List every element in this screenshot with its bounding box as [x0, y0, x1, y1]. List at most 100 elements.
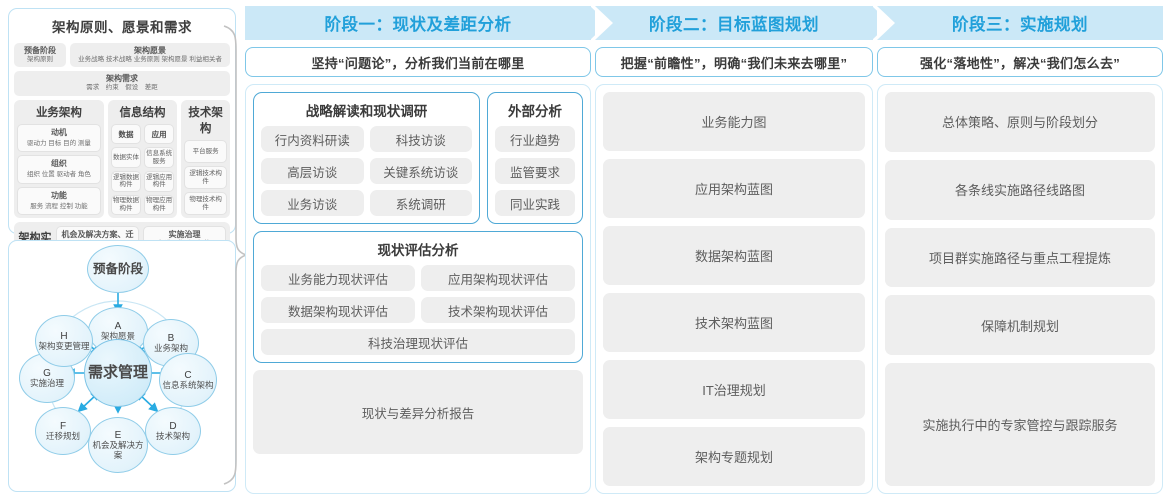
assessment-row: 业务能力现状评估 应用架构现状评估: [261, 265, 575, 291]
adm-node-b-key: B: [167, 332, 175, 344]
implementation-chip-assurance[interactable]: 保障机制规划: [885, 295, 1155, 356]
external-analysis-title: 外部分析: [508, 104, 562, 119]
adm-node-h-label: 架构变更管理: [38, 340, 90, 351]
phase-two-banner: 阶段二：目标蓝图规划: [595, 6, 890, 40]
adm-node-a-label: 架构愿景: [100, 330, 135, 341]
survey-chip-exec-interview[interactable]: 高层访谈: [261, 158, 364, 184]
application-column-head: 应用: [144, 123, 175, 145]
survey-row: 行内资料研读 科技访谈: [261, 126, 472, 152]
data-item-physical: 物理数据构件: [110, 194, 142, 216]
pillar-information-structure: 信息结构 数据 数据实体 逻辑数据构件 物理数据构件 应用 信息系统服务 逻辑应…: [107, 99, 178, 219]
blueprint-chip-business-capability-map[interactable]: 业务能力图: [603, 92, 865, 151]
technology-column: 平台服务 逻辑技术构件 物理技术构件: [184, 139, 227, 216]
strategy-survey-card: 战略解读和现状调研 行内资料研读 科技访谈 高层访谈 关键系统访谈: [253, 92, 480, 224]
adm-node-f-label: 迁移规划: [45, 430, 80, 441]
phase-one-banner-label: 阶段一：现状及差距分析: [324, 16, 512, 34]
business-motivation-head: 动机: [50, 127, 67, 137]
assessment-chip-technology[interactable]: 技术架构现状评估: [421, 297, 575, 323]
application-item-logical: 逻辑应用构件: [144, 171, 175, 192]
prep-vision-row: 预备阶段 架构原则 架构愿景 业务战略 技术战略 业务原则 架构愿景 利益相关者: [14, 43, 230, 68]
pillar-information-title: 信息结构: [119, 106, 166, 119]
phase-two-item-list: 业务能力图 应用架构蓝图 数据架构蓝图 技术架构蓝图 IT治理规划 架构专题规划: [603, 92, 865, 486]
phase-columns: 阶段一：现状及差距分析 坚持“问题论”，分析我们当前在哪里 战略解读和现状调研 …: [245, 6, 1163, 494]
governance-head: 实施治理: [168, 230, 201, 240]
adm-cycle: 预备阶段 A 架构愿景 B 业务架构 C 信息系统架构 D 技术架构: [9, 241, 235, 491]
phase-three-banner: 阶段三：实施规划: [877, 6, 1163, 40]
survey-chip-key-system-interview[interactable]: 关键系统访谈: [369, 158, 472, 184]
togaf-reference-panel: 架构原则、愿景和需求 预备阶段 架构原则 架构愿景 业务战略 技术战略 业务原则…: [8, 8, 236, 492]
adm-node-a-key: A: [114, 320, 122, 332]
business-organization-head: 组织: [50, 159, 67, 169]
survey-chip-tech-interview[interactable]: 科技访谈: [369, 126, 472, 152]
adm-node-b-label: 业务架构: [153, 342, 188, 353]
adm-node-h[interactable]: H 架构变更管理: [35, 315, 93, 367]
gap-analysis-report-chip[interactable]: 现状与差异分析报告: [253, 370, 583, 454]
assessment-chip-data[interactable]: 数据架构现状评估: [261, 297, 415, 323]
adm-node-d-label: 技术架构: [155, 430, 190, 441]
external-chip-regulatory[interactable]: 监管要求: [495, 158, 575, 184]
adm-node-c-label: 信息系统架构: [162, 379, 214, 390]
phase-two-banner-label: 阶段二：目标蓝图规划: [649, 16, 819, 34]
business-motivation-sub: 驱动力 目标 目的 测量: [26, 139, 91, 147]
business-card-motivation: 动机 驱动力 目标 目的 测量: [17, 123, 101, 153]
technology-item-physical: 物理技术构件: [184, 192, 227, 216]
external-chip-industry-trend[interactable]: 行业趋势: [495, 126, 575, 152]
technology-item-platform: 平台服务: [184, 139, 227, 163]
phase-three-panel: 总体策略、原则与阶段划分 各条线实施路径线路图 项目群实施路径与重点工程提炼 保…: [877, 84, 1163, 494]
adm-cycle-panel: 预备阶段 A 架构愿景 B 业务架构 C 信息系统架构 D 技术架构: [8, 240, 236, 492]
survey-chip-internal-docs[interactable]: 行内资料研读: [261, 126, 364, 152]
phase-three-notch-icon: [877, 6, 895, 40]
assessment-chip-business-capability[interactable]: 业务能力现状评估: [261, 265, 415, 291]
adm-node-g-label: 实施治理: [29, 377, 64, 388]
prep-phase-cell: 预备阶段 架构原则: [14, 43, 66, 68]
strategy-survey-grid: 行内资料研读 科技访谈 高层访谈 关键系统访谈 业务访谈 系统调研: [261, 126, 472, 216]
external-chip-peer-practice[interactable]: 同业实践: [495, 190, 575, 216]
prep-phase-sub: 架构原则: [27, 56, 53, 63]
survey-chip-system-research[interactable]: 系统调研: [369, 190, 472, 216]
adm-node-e-label: 机会及解决方案: [92, 440, 144, 460]
external-analysis-chips: 行业趋势 监管要求 同业实践: [495, 126, 575, 216]
assessment-chip-application[interactable]: 应用架构现状评估: [421, 265, 575, 291]
togaf-framework-title: 架构原则、愿景和需求: [52, 20, 192, 35]
architecture-requirements-head: 架构需求: [106, 74, 138, 84]
assessment-title: 现状评估分析: [377, 243, 459, 258]
blueprint-chip-data[interactable]: 数据架构蓝图: [603, 226, 865, 285]
pillar-business-architecture: 业务架构 动机 驱动力 目标 目的 测量 组织 组织 位置 驱动者 角色 功能: [14, 99, 104, 219]
information-column-application: 应用 信息系统服务 逻辑应用构件 物理应用构件: [144, 123, 175, 216]
implementation-chip-program-path[interactable]: 项目群实施路径与重点工程提炼: [885, 227, 1155, 288]
survey-chip-business-interview[interactable]: 业务访谈: [261, 190, 364, 216]
adm-node-e[interactable]: E 机会及解决方案: [88, 417, 148, 473]
blueprint-chip-it-governance[interactable]: IT治理规划: [603, 360, 865, 419]
adm-node-prep[interactable]: 预备阶段: [87, 245, 149, 293]
implementation-chip-roadmap-by-line[interactable]: 各条线实施路径线路图: [885, 159, 1155, 220]
architecture-requirements-sub: 需求 约束 假设 差距: [86, 84, 158, 92]
survey-row: 高层访谈 关键系统访谈: [261, 158, 472, 184]
strategy-survey-title: 战略解读和现状调研: [305, 104, 428, 119]
architecture-vision-cell: 架构愿景 业务战略 技术战略 业务原则 架构愿景 利益相关者: [70, 43, 230, 68]
blueprint-chip-application[interactable]: 应用架构蓝图: [603, 159, 865, 218]
implementation-chip-overall-strategy[interactable]: 总体策略、原则与阶段划分: [885, 92, 1155, 152]
pillar-business-title: 业务架构: [35, 106, 82, 119]
adm-node-c-key: C: [184, 369, 192, 381]
adm-node-f-key: F: [59, 420, 67, 432]
adm-node-d[interactable]: D 技术架构: [145, 407, 201, 455]
assessment-chip-it-governance[interactable]: 科技治理现状评估: [261, 329, 575, 355]
blueprint-chip-technology[interactable]: 技术架构蓝图: [603, 293, 865, 352]
adm-node-c[interactable]: C 信息系统架构: [159, 353, 217, 407]
assessment-row: 数据架构现状评估 技术架构现状评估: [261, 297, 575, 323]
phase-two-panel: 业务能力图 应用架构蓝图 数据架构蓝图 技术架构蓝图 IT治理规划 架构专题规划: [595, 84, 873, 494]
assessment-grid: 业务能力现状评估 应用架构现状评估 数据架构现状评估 技术架构现状评估 科技治理…: [261, 265, 575, 355]
phase-three-subtitle: 强化“落地性”，解决“我们怎么去”: [877, 47, 1163, 77]
external-analysis-card: 外部分析 行业趋势 监管要求 同业实践: [487, 92, 583, 224]
survey-row: 业务访谈 系统调研: [261, 190, 472, 216]
phase-one-top-row: 战略解读和现状调研 行内资料研读 科技访谈 高层访谈 关键系统访谈: [253, 92, 583, 224]
adm-node-center[interactable]: 需求管理: [84, 339, 152, 407]
implementation-chip-expert-oversight[interactable]: 实施执行中的专家管控与跟踪服务: [885, 363, 1155, 486]
business-card-organization: 组织 组织 位置 驱动者 角色: [17, 155, 101, 184]
phase-one-banner: 阶段一：现状及差距分析: [245, 6, 608, 40]
blueprint-chip-architecture-topics[interactable]: 架构专题规划: [603, 427, 865, 486]
adm-node-d-key: D: [169, 420, 177, 432]
application-item-physical: 物理应用构件: [144, 194, 175, 216]
adm-node-f[interactable]: F 迁移规划: [35, 407, 91, 455]
